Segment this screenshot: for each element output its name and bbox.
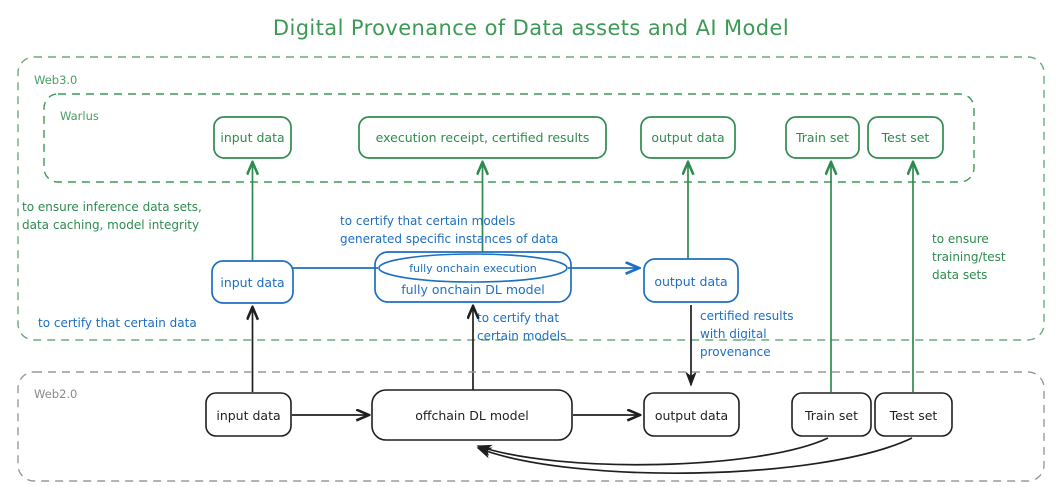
node-onchain-input-data[interactable] [211,260,294,304]
node-w2-train-set[interactable] [791,392,872,437]
annotation-inference-line-1: to ensure inference data sets, [22,200,202,214]
annotation-certified-results-line-1: certified results [700,309,794,323]
node-onchain-output-data-label: output data [654,274,727,289]
node-w3-output-data[interactable] [640,116,736,159]
annotation-training-test-line-1: to ensure [932,232,989,246]
node-w2-test-set[interactable] [874,392,953,437]
node-w3-train-set-label: Train set [795,130,849,145]
node-w2-input-data[interactable] [205,392,292,437]
node-w3-execution-receipt-label: execution receipt, certified results [376,130,590,145]
annotation-training-test-line-2: training/test [932,250,1006,264]
zone-web2 [17,371,1045,482]
zone-warlus-label: Warlus [60,109,99,123]
node-onchain-dl-model-label: fully onchain DL model [401,282,545,297]
zone-warlus [43,93,975,183]
annotation-certified-results-line-3: provenance [700,345,771,359]
node-onchain-dl-model[interactable] [374,251,572,303]
node-w3-test-set[interactable] [867,116,944,159]
node-w3-output-data-label: output data [651,130,724,145]
annotation-certify-generated-line-1: to certify that certain models [340,214,515,228]
node-w3-input-data-label: input data [220,130,284,145]
annotation-certify-generated-line-2: generated specific instances of data [340,232,558,246]
node-w2-output-data[interactable] [643,392,740,437]
node-onchain-input-data-label: input data [220,275,284,290]
node-onchain-execution[interactable] [378,253,568,283]
node-w2-input-data-label: input data [216,408,280,423]
arrow-w2-train-to-model [476,437,829,466]
page-title: Digital Provenance of Data assets and AI… [273,16,789,40]
zone-web3 [17,56,1045,341]
node-w3-test-set-label: Test set [881,130,930,145]
node-w2-test-set-label: Test set [889,408,938,423]
annotation-inference-line-2: data caching, model integrity [22,218,199,232]
node-onchain-execution-label: fully onchain execution [409,262,537,275]
node-w3-input-data[interactable] [213,116,292,159]
node-onchain-output-data[interactable] [643,258,739,303]
arrow-w2-test-to-model [476,437,913,475]
node-w2-dl-model[interactable] [371,389,573,441]
node-w2-train-set-label: Train set [804,408,858,423]
annotation-certify-models-line-1: to certify that [477,311,559,325]
annotation-training-test-line-3: data sets [932,268,987,282]
annotation-certified-results-line-2: with digital [700,327,767,341]
annotation-certify-models-line-2: certain models [477,329,566,343]
node-w3-execution-receipt[interactable] [358,116,607,159]
node-w2-output-data-label: output data [655,408,728,423]
node-w2-dl-model-label: offchain DL model [415,408,529,423]
zone-web2-label: Web2.0 [34,387,77,401]
node-w3-train-set[interactable] [785,116,860,159]
zone-web3-label: Web3.0 [34,73,77,87]
annotation-certify-data: to certify that certain data [38,316,197,330]
